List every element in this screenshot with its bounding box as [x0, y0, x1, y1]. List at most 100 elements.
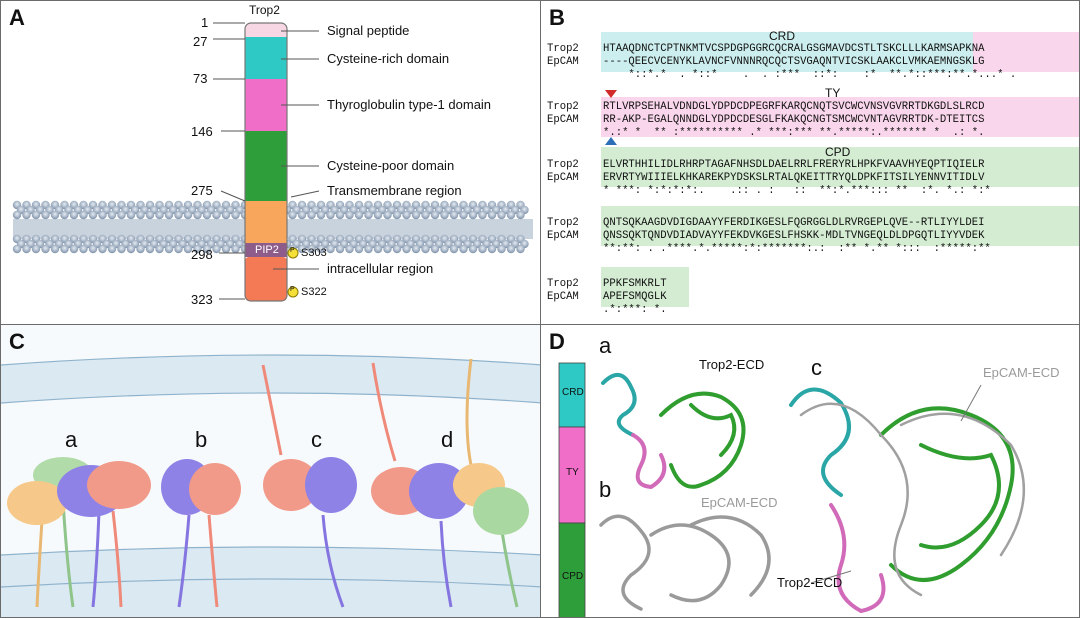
lipid-head	[411, 210, 421, 220]
lipid-head	[12, 244, 22, 254]
complex-a	[7, 457, 151, 608]
lipid-head	[107, 210, 117, 220]
lipid-head	[383, 210, 392, 220]
name-epcam: EpCAM	[547, 291, 579, 303]
signal-peptide-segment	[245, 23, 287, 41]
phospho-s322-icon	[287, 286, 299, 298]
lipid-head	[212, 244, 221, 254]
lipid-head	[212, 210, 221, 220]
seq-trop2: RTLVRPSEHALVDNDGLYDPDCDPEGRFKARQCNQTSVCW…	[603, 101, 985, 113]
lipid-head	[69, 210, 79, 220]
lipid-head	[459, 244, 468, 254]
lipid-head	[117, 244, 126, 254]
lipid-head	[307, 244, 316, 254]
complex-c	[261, 364, 357, 608]
lipid-head	[98, 244, 107, 254]
name-epcam: EpCAM	[547, 230, 579, 242]
domain-crd: Cysteine-rich domain	[327, 51, 450, 66]
lipid-head	[335, 244, 345, 254]
lipid-head	[288, 210, 297, 220]
lipid-head	[79, 244, 88, 254]
lower-membrane	[1, 547, 541, 617]
lipid-head	[231, 210, 240, 220]
red-triangle-marker	[605, 90, 617, 98]
pos-323: 323	[191, 292, 213, 307]
complex-d	[371, 358, 529, 608]
lipid-head	[326, 244, 335, 254]
domain-intracellular: intracellular region	[327, 261, 434, 276]
leader-lines	[213, 22, 320, 300]
trop2-domain-diagram	[12, 22, 533, 302]
lipid-head	[221, 244, 231, 254]
lipid-head	[193, 244, 202, 254]
lipid-head	[221, 210, 231, 220]
blue-triangle-marker	[605, 137, 617, 145]
bar-cpd-label: CPD	[562, 571, 584, 582]
lipid-head	[421, 210, 430, 220]
lipid-head	[41, 244, 50, 254]
lipid-head	[326, 210, 335, 220]
domain-bar	[244, 22, 288, 302]
intracellular-segment	[245, 257, 287, 301]
name-epcam: EpCAM	[547, 114, 579, 126]
lipid-head	[487, 210, 497, 220]
lipid-head	[335, 210, 345, 220]
lipid-head	[50, 210, 60, 220]
sub-b-label: b	[599, 477, 612, 502]
site-s303: S303	[301, 247, 327, 259]
lipid-head	[88, 244, 98, 254]
crd-segment	[245, 37, 287, 79]
complex-d-label: d	[441, 427, 454, 452]
lipid-head	[50, 244, 60, 254]
pos-27: 27	[193, 34, 208, 49]
domain-cpd: Cysteine-poor domain	[327, 158, 455, 173]
seq-trop2: PPKFSMKRLT	[603, 278, 667, 290]
upper-membrane	[1, 355, 541, 403]
lipid-head	[31, 210, 41, 220]
lipid-head	[107, 244, 117, 254]
cpd-segment	[245, 131, 287, 201]
dimer-membrane-illustration	[1, 325, 541, 617]
epcam-ecd-label-b: EpCAM-ECD	[701, 495, 778, 510]
seq-conservation: * ***: *:*:*:*:. .:: . : :: **:*.***::: …	[603, 185, 991, 197]
pos-298: 298	[191, 247, 213, 262]
lipid-head	[373, 210, 383, 220]
phospho-symbol-1: P	[290, 247, 295, 254]
seq-conservation: **:**: . .****.*.*****:*:*******:.: :** …	[603, 243, 991, 255]
complex-a-label: a	[65, 427, 78, 452]
lipid-head	[516, 244, 525, 254]
name-trop2: Trop2	[547, 217, 579, 229]
lipid-head	[506, 210, 516, 220]
lipid-head	[497, 210, 506, 220]
seq-epcam: ----QEECVCENYKLAVNCFVNNNRQCQCTSVGAQNTVIC…	[603, 56, 985, 68]
domain-tm: Transmembrane region	[327, 183, 462, 198]
lipid-head	[516, 210, 525, 220]
lipid-head	[145, 210, 155, 220]
bar-crd	[558, 362, 586, 428]
region-ty: TY	[825, 86, 841, 100]
lipid-head	[174, 210, 183, 220]
phospho-s303-icon	[287, 247, 299, 259]
pos-146: 146	[191, 124, 213, 139]
lipid-head	[126, 244, 136, 254]
lipid-head	[202, 244, 212, 254]
lipid-head	[440, 210, 449, 220]
lipid-head	[155, 210, 164, 220]
bar-ty	[558, 426, 586, 524]
lipid-head	[297, 210, 307, 220]
lipid-head	[88, 210, 98, 220]
ty-segment	[245, 79, 287, 131]
ty-highlight-1	[973, 32, 1079, 72]
lipid-head	[69, 244, 79, 254]
lipid-head	[145, 244, 155, 254]
trop2-ecd-label-c: Trop2-ECD	[777, 575, 843, 590]
lipid-head	[316, 210, 326, 220]
lipid-head	[364, 244, 373, 254]
lipid-head	[497, 244, 506, 254]
lipid-head	[202, 210, 212, 220]
bar-ty-label: TY	[566, 467, 579, 478]
lipid-head	[402, 210, 411, 220]
lipid-head	[136, 244, 145, 254]
domain-ty: Thyroglobulin type-1 domain	[327, 97, 492, 112]
structure-a	[601, 373, 746, 490]
